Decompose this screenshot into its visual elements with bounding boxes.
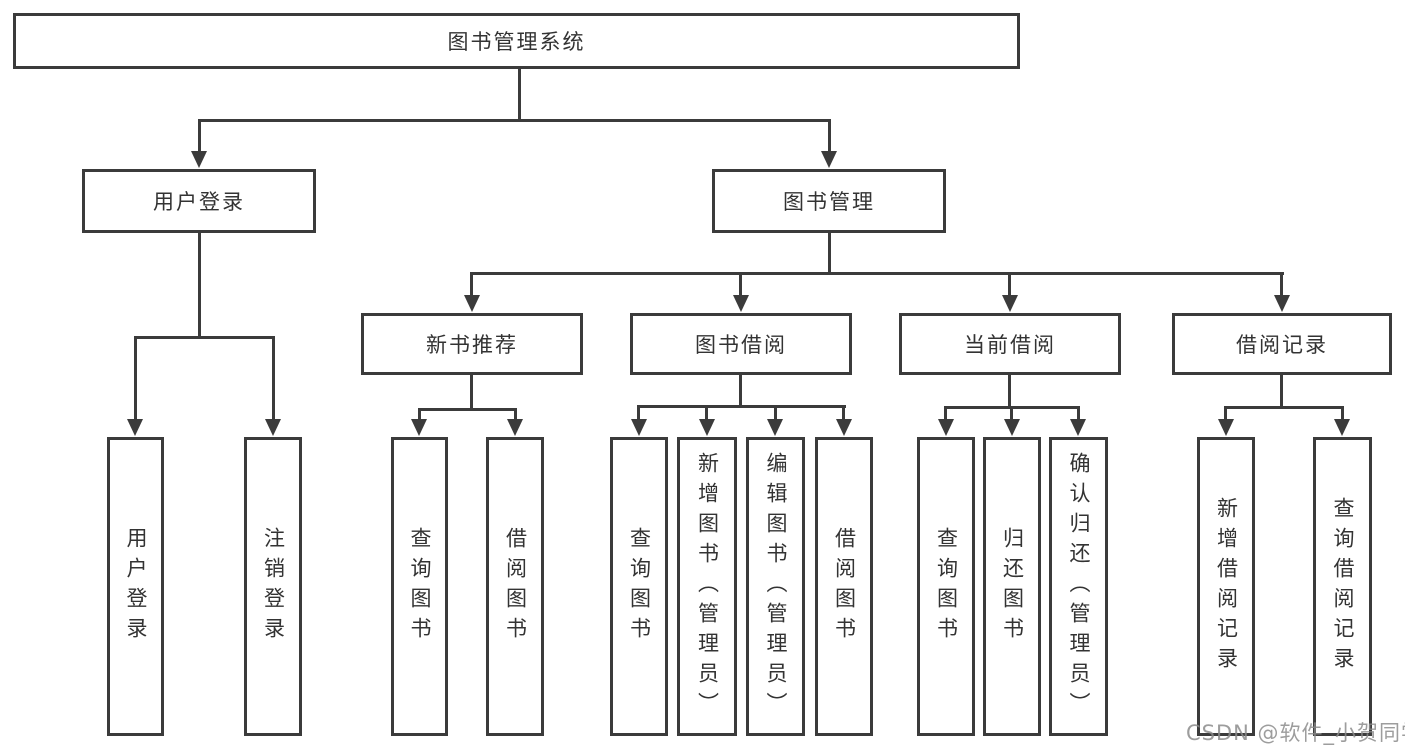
- connector-borrow-records-stem: [1280, 375, 1283, 406]
- node-root-label: 图书管理系统: [447, 30, 586, 54]
- leaf-user-login: 用户登录: [107, 437, 164, 736]
- arrow-down-icon: [1002, 295, 1018, 312]
- leaf-confirm-return-admin: 确认归还（管理员）: [1049, 437, 1108, 736]
- arrow-down-icon: [1070, 419, 1086, 436]
- arrow-down-icon: [767, 419, 783, 436]
- connector-arrow-shaft: [739, 272, 742, 297]
- leaf-borrow-books-borrowing: 借阅图书: [815, 437, 873, 736]
- arrow-down-icon: [1004, 419, 1020, 436]
- arrow-down-icon: [507, 419, 523, 436]
- arrow-down-icon: [821, 151, 837, 168]
- connector-arrow-shaft: [705, 405, 708, 421]
- connector-branch-borrow-records: [1224, 406, 1344, 409]
- csdn-watermark: CSDN @软件_小贺同学: [1186, 721, 1405, 745]
- connector-current-borrowing-stem: [1008, 375, 1011, 406]
- arrow-down-icon: [191, 151, 207, 168]
- connector-arrow-shaft: [944, 406, 947, 421]
- connector-root-stem: [518, 69, 521, 119]
- leaf-borrow-books-recommend: 借阅图书: [486, 437, 544, 736]
- leaf-query-books-current: 查询图书: [917, 437, 975, 736]
- leaf-edit-book-admin: 编辑图书（管理员）: [746, 437, 805, 736]
- connector-arrow-shaft: [1010, 406, 1013, 421]
- leaf-query-books-recommend-label: 查询图书: [408, 526, 432, 647]
- leaf-add-book-admin: 新增图书（管理员）: [677, 437, 737, 736]
- arrow-down-icon: [836, 419, 852, 436]
- connector-book-management-stem: [828, 233, 831, 272]
- leaf-return-books-label: 归还图书: [1000, 526, 1025, 647]
- connector-arrow-shaft: [637, 405, 640, 421]
- connector-arrow-shaft: [1077, 406, 1080, 421]
- connector-arrow-shaft: [828, 119, 831, 153]
- arrow-down-icon: [699, 419, 715, 436]
- connector-branch-level3: [470, 272, 1284, 275]
- leaf-user-login-label: 用户登录: [124, 526, 148, 647]
- connector-arrow-shaft: [134, 336, 137, 421]
- connector-arrow-shaft: [1008, 272, 1011, 297]
- leaf-edit-book-admin-label: 编辑图书（管理员）: [764, 451, 788, 722]
- connector-branch-book-borrowing: [637, 405, 846, 408]
- node-user-login-label: 用户登录: [153, 190, 245, 214]
- connector-user-login-stem: [198, 233, 201, 336]
- leaf-logout: 注销登录: [244, 437, 302, 736]
- node-book-borrowing: 图书借阅: [630, 313, 852, 375]
- node-book-borrowing-label: 图书借阅: [695, 333, 787, 357]
- node-borrow-records: 借阅记录: [1172, 313, 1392, 375]
- leaf-add-borrow-record: 新增借阅记录: [1197, 437, 1255, 736]
- leaf-query-books-current-label: 查询图书: [934, 526, 959, 647]
- arrow-down-icon: [1334, 419, 1350, 436]
- node-book-management: 图书管理: [712, 169, 946, 233]
- node-new-book-recommend-label: 新书推荐: [426, 333, 518, 357]
- arrow-down-icon: [464, 295, 480, 312]
- arrow-down-icon: [938, 419, 954, 436]
- leaf-logout-label: 注销登录: [261, 526, 286, 647]
- arrow-down-icon: [1274, 295, 1290, 312]
- leaf-query-books-borrowing-label: 查询图书: [627, 526, 652, 647]
- arrow-down-icon: [411, 419, 427, 436]
- connector-branch-user-login: [134, 336, 275, 339]
- node-user-login: 用户登录: [82, 169, 316, 233]
- connector-arrow-shaft: [198, 119, 201, 153]
- leaf-query-borrow-record: 查询借阅记录: [1313, 437, 1372, 736]
- leaf-return-books: 归还图书: [983, 437, 1041, 736]
- arrow-down-icon: [265, 419, 281, 436]
- node-current-borrowing-label: 当前借阅: [964, 333, 1056, 357]
- connector-arrow-shaft: [514, 408, 517, 421]
- node-root: 图书管理系统: [13, 13, 1020, 69]
- leaf-query-borrow-record-label: 查询借阅记录: [1331, 496, 1355, 677]
- connector-book-borrowing-stem: [739, 375, 742, 405]
- arrow-down-icon: [733, 295, 749, 312]
- connector-new-book-stem: [470, 375, 473, 408]
- node-book-management-label: 图书管理: [783, 190, 875, 214]
- connector-branch-level2: [198, 119, 831, 122]
- connector-branch-new-book: [418, 408, 517, 411]
- leaf-borrow-books-recommend-label: 借阅图书: [503, 526, 528, 647]
- arrow-down-icon: [1218, 419, 1234, 436]
- arrow-down-icon: [631, 419, 647, 436]
- leaf-query-books-recommend: 查询图书: [391, 437, 448, 736]
- leaf-add-borrow-record-label: 新增借阅记录: [1214, 496, 1239, 677]
- node-current-borrowing: 当前借阅: [899, 313, 1121, 375]
- connector-arrow-shaft: [1341, 406, 1344, 421]
- connector-arrow-shaft: [842, 405, 845, 421]
- connector-arrow-shaft: [1280, 272, 1283, 297]
- node-new-book-recommend: 新书推荐: [361, 313, 583, 375]
- node-borrow-records-label: 借阅记录: [1236, 333, 1328, 357]
- connector-arrow-shaft: [774, 405, 777, 421]
- connector-arrow-shaft: [1224, 406, 1227, 421]
- connector-arrow-shaft: [418, 408, 421, 421]
- connector-arrow-shaft: [272, 336, 275, 421]
- leaf-confirm-return-admin-label: 确认归还（管理员）: [1067, 451, 1091, 722]
- connector-arrow-shaft: [470, 272, 473, 297]
- leaf-borrow-books-borrowing-label: 借阅图书: [832, 526, 857, 647]
- leaf-query-books-borrowing: 查询图书: [610, 437, 668, 736]
- arrow-down-icon: [127, 419, 143, 436]
- leaf-add-book-admin-label: 新增图书（管理员）: [695, 451, 720, 722]
